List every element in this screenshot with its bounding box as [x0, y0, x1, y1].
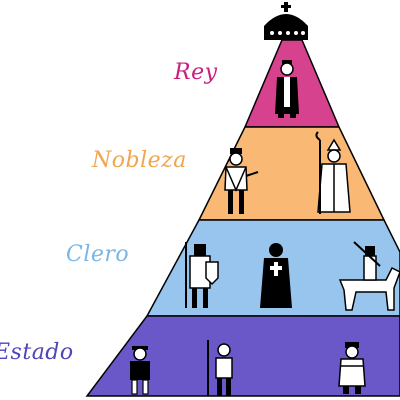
bishop-icon	[315, 131, 351, 214]
tier-estado	[85, 315, 400, 397]
label-rey: Rey	[174, 60, 218, 85]
mounted-knight-icon	[338, 241, 400, 311]
monk-icon	[260, 243, 292, 308]
king-icon	[275, 60, 299, 118]
merchant-icon	[338, 342, 366, 394]
knight-icon	[185, 242, 219, 308]
crown-icon	[264, 2, 308, 40]
label-estado: Estado	[0, 340, 74, 365]
label-nobleza: Nobleza	[92, 148, 187, 173]
peasant-icon	[130, 346, 150, 395]
label-clero: Clero	[66, 242, 130, 267]
noble-icon	[224, 148, 259, 214]
laborer-icon	[207, 340, 233, 396]
